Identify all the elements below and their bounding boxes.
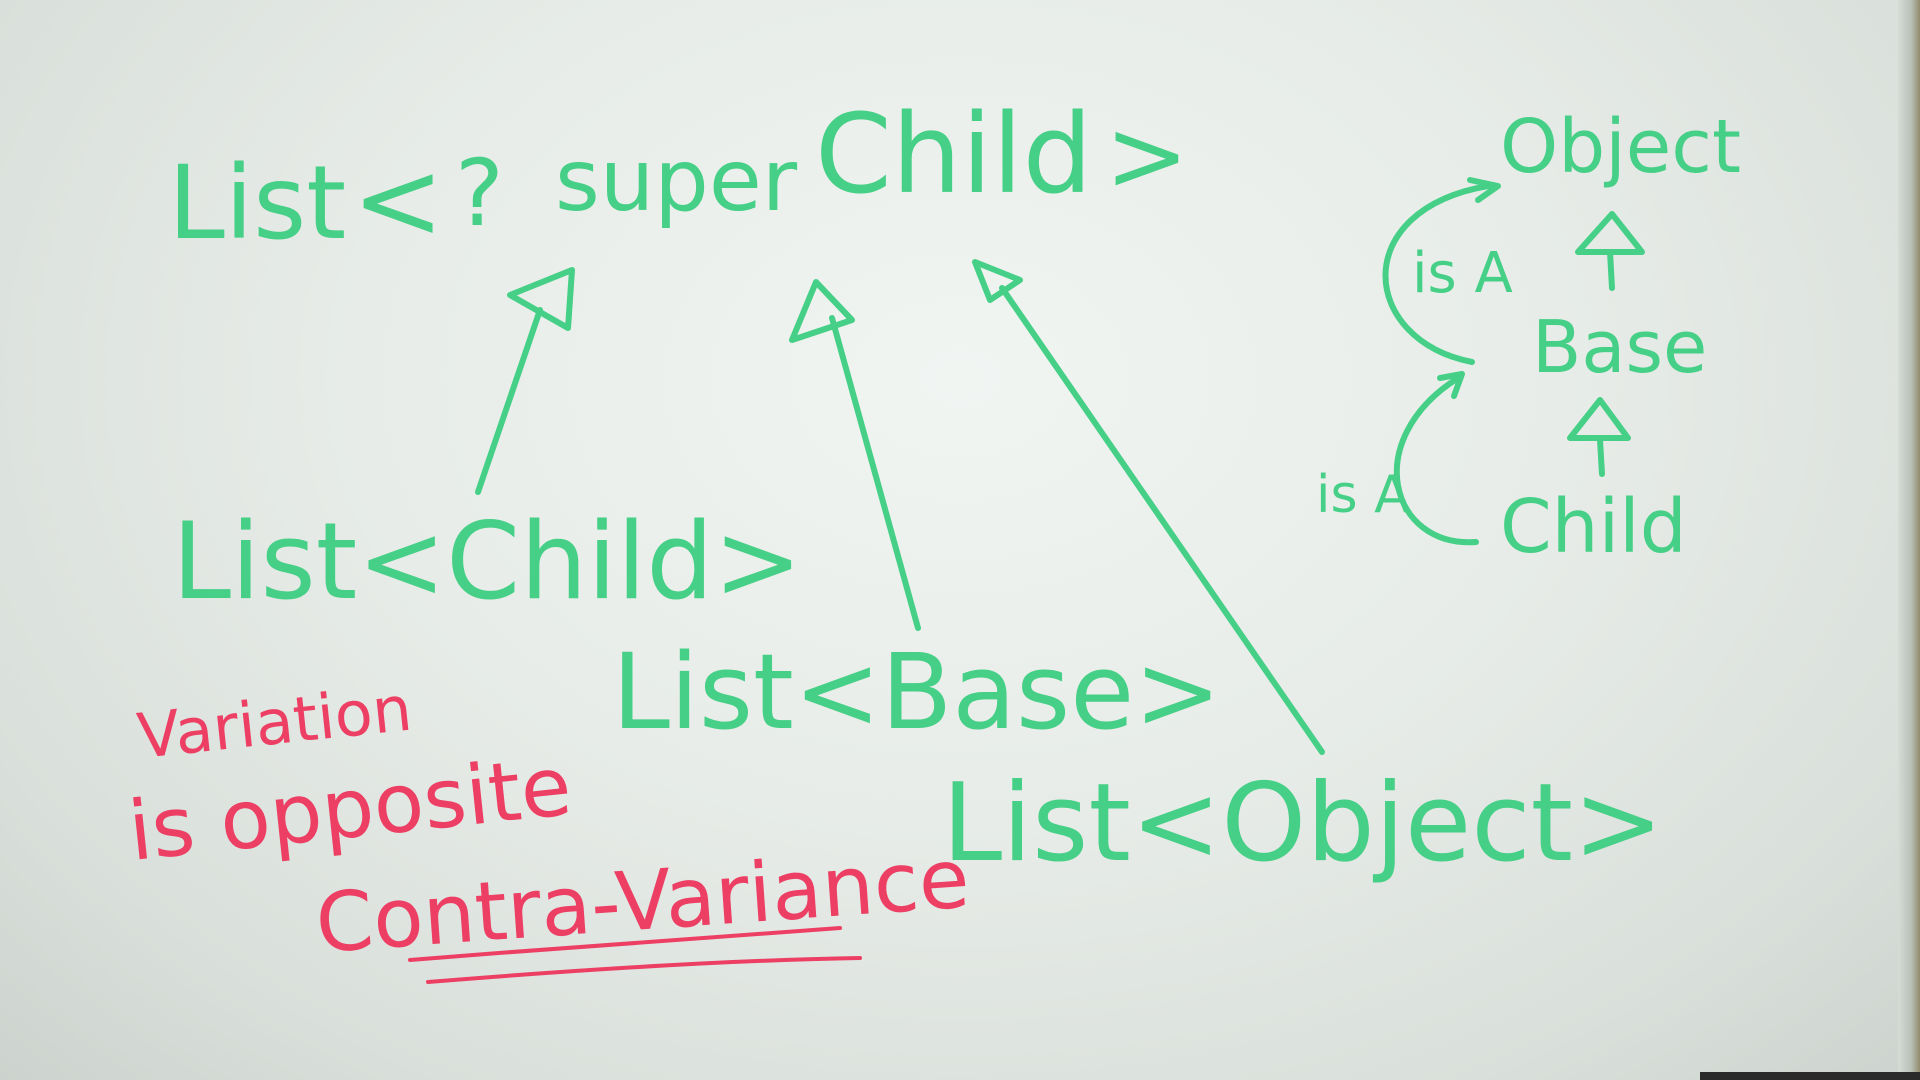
top-wildcard: ? bbox=[455, 140, 504, 247]
note-variation: Variation bbox=[134, 672, 415, 773]
whiteboard-tray-edge bbox=[1700, 1072, 1920, 1080]
is-a-curve-upper bbox=[1382, 177, 1501, 365]
hierarchy-child: Child bbox=[1500, 484, 1687, 570]
subtype-list-base: List<Base> bbox=[612, 631, 1221, 753]
note-contra-variance: Contra-Variance bbox=[313, 832, 973, 972]
top-list-word: List bbox=[168, 144, 346, 263]
whiteboard-frame-edge bbox=[1898, 0, 1920, 1080]
is-a-curve-lower bbox=[1393, 371, 1479, 546]
subtype-list-object: List<Object> bbox=[942, 761, 1664, 886]
list-child-label: List<Child> bbox=[172, 500, 802, 623]
red-notes: Variation is opposite Contra-Variance bbox=[124, 672, 972, 972]
hierarchy-base: Base bbox=[1532, 305, 1707, 389]
top-expression: List < ? super Child > bbox=[168, 90, 1189, 264]
arrow-object-to-wildcard bbox=[972, 259, 1325, 755]
list-object-label: List<Object> bbox=[942, 761, 1664, 886]
top-close-bracket: > bbox=[1105, 97, 1189, 214]
class-hierarchy: Object Base Child is A is A bbox=[1316, 104, 1741, 570]
top-super-keyword: super bbox=[555, 131, 798, 231]
contra-variance-underline bbox=[408, 926, 862, 984]
hierarchy-arrow-base-to-object bbox=[1575, 211, 1645, 291]
hierarchy-object: Object bbox=[1500, 104, 1741, 190]
top-bound-type: Child bbox=[815, 90, 1092, 218]
arrow-child-to-wildcard bbox=[475, 267, 575, 495]
hierarchy-arrow-child-to-base bbox=[1567, 397, 1631, 477]
top-open-bracket: < bbox=[352, 136, 444, 264]
list-base-label: List<Base> bbox=[612, 631, 1221, 753]
arrow-base-to-wildcard bbox=[789, 279, 921, 631]
subtype-list-child: List<Child> bbox=[172, 500, 802, 623]
is-a-upper-label: is A bbox=[1412, 241, 1513, 306]
